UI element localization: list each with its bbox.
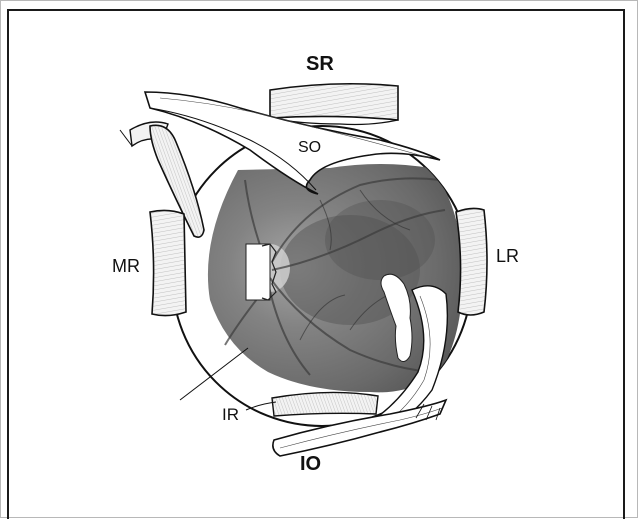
superior-rectus-muscle <box>270 84 398 125</box>
lateral-rectus-muscle <box>456 208 487 315</box>
medial-rectus-muscle <box>150 210 186 315</box>
inferior-rectus-muscle <box>272 392 378 416</box>
label-mr: MR <box>112 256 140 276</box>
label-lr: LR <box>496 246 519 266</box>
label-io: IO <box>300 453 321 475</box>
disc-cutout <box>246 244 270 300</box>
label-sr: SR <box>306 53 334 75</box>
label-ir: IR <box>222 405 239 424</box>
label-so: SO <box>298 139 321 156</box>
